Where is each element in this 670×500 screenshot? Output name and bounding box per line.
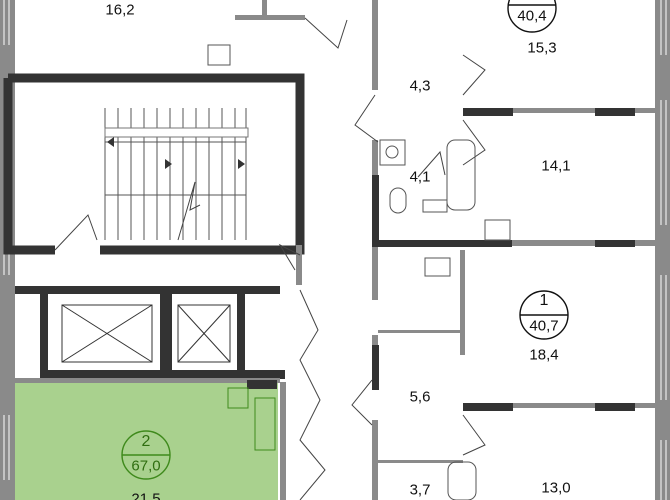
apartment-number: 1 <box>539 292 549 309</box>
doors <box>278 17 486 500</box>
room-area: 4,1 <box>409 168 431 186</box>
room-area: 13,0 <box>541 479 571 497</box>
room-area: 5,6 <box>409 388 431 406</box>
room-area: 16,2 <box>105 1 135 19</box>
apartment-badge-top <box>507 0 557 33</box>
bathroom-fixtures <box>207 44 511 500</box>
apartment-2-area[interactable] <box>15 382 278 500</box>
room-area: 18,4 <box>529 346 559 364</box>
room-area: 4,3 <box>409 77 431 95</box>
interior-walls <box>235 0 655 500</box>
apartment-area: 40,7 <box>529 317 559 335</box>
room-area: 14,1 <box>541 157 571 175</box>
room-area: 15,3 <box>527 39 557 57</box>
apartment-badge-2 <box>121 430 171 480</box>
elevator-shafts <box>15 286 285 383</box>
apartment-area[interactable]: 67,0 <box>131 457 161 475</box>
room-area: 21,5 <box>131 490 161 500</box>
apartment-badge-1 <box>519 290 569 340</box>
apartment-number[interactable]: 2 <box>141 433 151 450</box>
room-area: 3,7 <box>409 481 431 499</box>
stairwell <box>3 73 305 255</box>
apartment-area: 40,4 <box>517 7 547 25</box>
